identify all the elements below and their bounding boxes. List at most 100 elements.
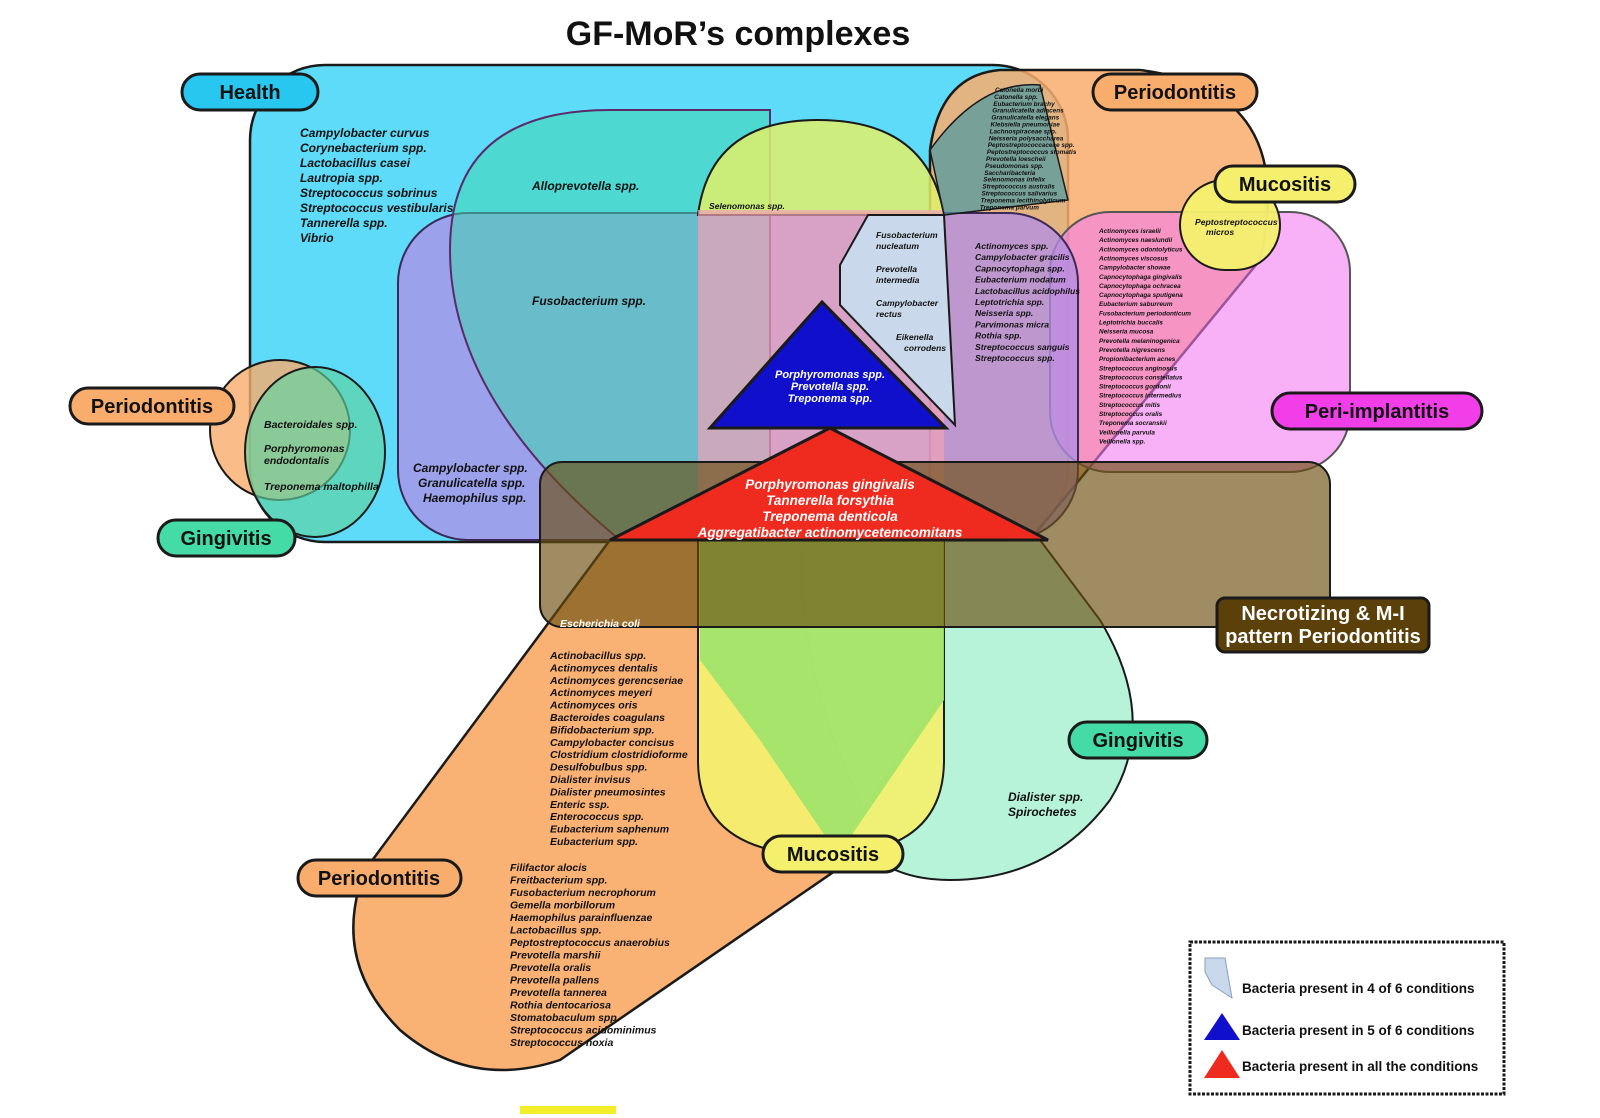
species-label: Catonella spp. bbox=[994, 94, 1038, 101]
species-label: Streptococcus constellatus bbox=[1099, 374, 1183, 381]
species-label: Rothia spp. bbox=[975, 331, 1022, 341]
species-label: Peptostreptococcus bbox=[1195, 217, 1278, 227]
species-label: Eubacterium spp. bbox=[550, 836, 638, 848]
species-label: Streptococcus intermedius bbox=[1099, 393, 1182, 400]
species-label: Enteric ssp. bbox=[550, 799, 610, 811]
species-label: Treponema parvum bbox=[980, 204, 1040, 211]
species-label: Leptotrichia spp. bbox=[975, 297, 1044, 307]
species-label: Granulicatella adiacens bbox=[992, 108, 1064, 115]
species-label: rectus bbox=[876, 309, 902, 319]
species-label: Campylobacter concisus bbox=[550, 737, 674, 749]
species-label: Capnocytophaga sputigena bbox=[1099, 292, 1183, 299]
species-label: Escherichia coli bbox=[560, 618, 641, 630]
species-label: Actinobacillus spp. bbox=[549, 650, 646, 662]
species-label: Streptococcus salivarius bbox=[982, 191, 1058, 198]
species-label: Veillonella spp. bbox=[1099, 438, 1146, 445]
species-label: Actinomyces naeslundii bbox=[1098, 237, 1172, 244]
label-mucositis-top[interactable]: Mucositis bbox=[1213, 164, 1357, 204]
species-label: Bacteroides coagulans bbox=[550, 712, 665, 724]
gingivitis-right-list: Dialister spp. Spirochetes bbox=[1008, 790, 1083, 819]
label-gingivitis-left[interactable]: Gingivitis bbox=[156, 518, 297, 558]
svg-text:Periodontitis: Periodontitis bbox=[1114, 82, 1236, 104]
all-conditions-triangle bbox=[609, 426, 1049, 542]
species-label: Granulicatella elegans bbox=[991, 115, 1059, 122]
species-label: Dialister pneumosintes bbox=[550, 786, 666, 798]
species-label: Rothia dentocariosa bbox=[510, 1000, 611, 1012]
footer-bar bbox=[520, 1106, 616, 1114]
label-peri-implantitis[interactable]: Peri-implantitis bbox=[1270, 391, 1484, 431]
species-label: Alloprevotella spp. bbox=[531, 179, 639, 193]
species-label: Treponema denticola bbox=[762, 509, 898, 524]
all-conditions-list: Porphyromonas gingivalis Tannerella fors… bbox=[697, 477, 963, 540]
species-label: Dialister invisus bbox=[550, 774, 631, 786]
species-label: Capnocytophaga ochracea bbox=[1099, 283, 1181, 290]
species-label: Streptococcus gordonii bbox=[1099, 384, 1171, 391]
label-health[interactable]: Health bbox=[180, 72, 320, 112]
label-necrotizing[interactable]: Necrotizing & M-I pattern Periodontitis bbox=[1215, 596, 1431, 654]
svg-text:Peri-implantitis: Peri-implantitis bbox=[1305, 401, 1449, 423]
species-label: Treponema socranskii bbox=[1099, 420, 1167, 427]
species-label: Lactobacillus casei bbox=[300, 156, 411, 170]
species-label: Dialister spp. bbox=[1008, 790, 1083, 804]
campylobacter-group-list: Campylobacter spp. Granulicatella spp. H… bbox=[413, 461, 528, 505]
svg-text:Gingivitis: Gingivitis bbox=[180, 528, 271, 550]
species-label: Bacteroidales spp. bbox=[264, 419, 357, 431]
label-mucositis-bottom[interactable]: Mucositis bbox=[761, 834, 905, 874]
species-label: Vibrio bbox=[300, 231, 334, 245]
species-label: Actinomyces israelii bbox=[1098, 228, 1161, 235]
label-gingivitis-right[interactable]: Gingivitis bbox=[1067, 720, 1209, 760]
species-label: Streptococcus noxia bbox=[510, 1037, 613, 1049]
label-periodontitis-left[interactable]: Periodontitis bbox=[68, 386, 236, 426]
species-label: Prevotella marshii bbox=[510, 950, 602, 962]
species-label: Corynebacterium spp. bbox=[300, 141, 427, 155]
species-label: Lautropia spp. bbox=[300, 171, 383, 185]
species-label: Fusobacterium spp. bbox=[532, 294, 646, 308]
species-label: Streptococcus mitis bbox=[1099, 402, 1161, 409]
species-label: Prevotella oralis bbox=[510, 962, 591, 974]
label-periodontitis-bottom[interactable]: Periodontitis bbox=[296, 858, 463, 898]
species-label: Streptococcus sanguis bbox=[975, 342, 1070, 352]
species-label: Granulicatella spp. bbox=[418, 476, 525, 490]
species-label: Peptostreptococcus stomatis bbox=[987, 149, 1077, 156]
species-label: Leptotrichia buccalis bbox=[1099, 320, 1163, 327]
species-label: Streptococcus spp. bbox=[975, 353, 1055, 363]
species-label: Campylobacter spp. bbox=[413, 461, 528, 475]
species-label: Filifactor alocis bbox=[510, 862, 587, 874]
species-label: Selenomonas spp. bbox=[709, 201, 785, 211]
species-label: Eubacterium brachy bbox=[993, 101, 1055, 108]
species-label: Pseudomonas spp. bbox=[985, 163, 1044, 170]
mid-right-list: Actinomyces spp.Campylobacter gracilisCa… bbox=[974, 241, 1080, 363]
label-periodontitis-top[interactable]: Periodontitis bbox=[1091, 72, 1259, 112]
species-label: Enterococcus spp. bbox=[550, 811, 644, 823]
species-label: Peptostreptococcaceae spp. bbox=[988, 142, 1075, 149]
species-label: Haemophilus parainfluenzae bbox=[510, 912, 653, 924]
bottom-list-1: Actinobacillus spp.Actinomyces dentalisA… bbox=[549, 650, 688, 848]
species-label: Veillonella parvula bbox=[1099, 429, 1155, 436]
peptostreptococcus-list: Peptostreptococcus micros bbox=[1195, 217, 1278, 237]
species-label: Treponema spp. bbox=[788, 393, 873, 405]
species-label: Propionibacterium acnes bbox=[1099, 356, 1176, 363]
gingivitis-left-circle bbox=[244, 366, 386, 538]
species-label: Porphyromonas spp. bbox=[775, 369, 885, 381]
species-label: corrodens bbox=[904, 343, 946, 353]
species-label: Catonella morbi bbox=[995, 87, 1044, 94]
species-label: Treponema maltophilla bbox=[264, 481, 379, 493]
species-label: Neisseria spp. bbox=[975, 308, 1033, 318]
legend-all-conditions-icon bbox=[1204, 1050, 1240, 1078]
species-label: Treponema lecithinolyticum bbox=[981, 197, 1066, 204]
species-label: Fusobacterium necrophorum bbox=[510, 887, 656, 899]
species-label: Actinomyces gerencseriae bbox=[549, 675, 683, 687]
species-label: Streptococcus vestibularis bbox=[300, 201, 454, 215]
species-label: Actinomyces meyeri bbox=[549, 687, 653, 699]
species-label: Prevotella bbox=[876, 264, 917, 274]
species-label: Actinomyces oris bbox=[549, 700, 638, 712]
species-label: Eubacterium saphenum bbox=[550, 824, 669, 836]
species-label: Actinomyces spp. bbox=[974, 241, 1049, 251]
species-label: Capnocytophaga spp. bbox=[975, 263, 1065, 273]
perio-gingi-small-list: Bacteroidales spp. Porphyromonas endodon… bbox=[264, 419, 379, 493]
legend-four-of-six-icon bbox=[1204, 957, 1233, 1000]
species-label: Neisseria polysaccharea bbox=[989, 135, 1064, 142]
species-label: Fusobacterium bbox=[876, 230, 938, 240]
species-label: Streptococcus sobrinus bbox=[300, 186, 438, 200]
